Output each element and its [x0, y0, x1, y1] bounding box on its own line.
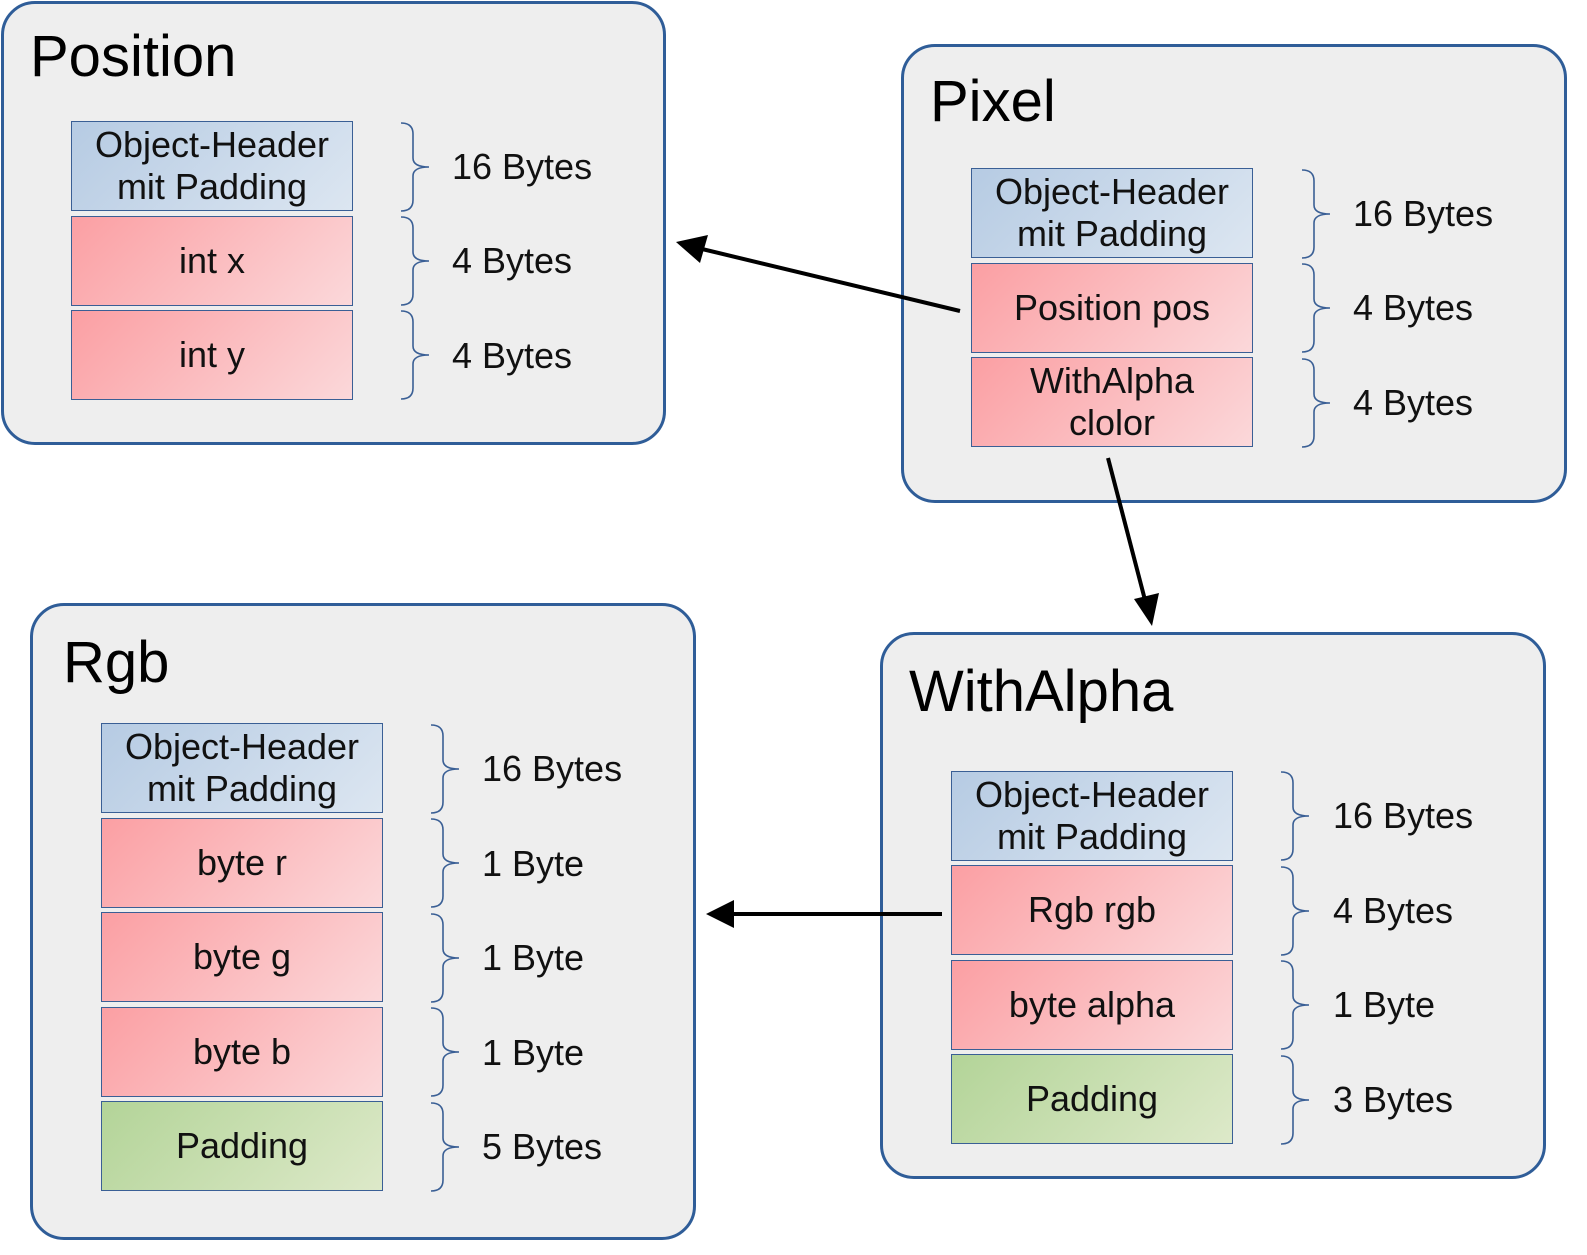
panel-title: Position [30, 24, 237, 89]
pixel-header-cell: Object-Header mit Padding [971, 168, 1253, 258]
size-label: 16 Bytes [482, 748, 623, 789]
withalpha-padding-cell: Padding [951, 1054, 1233, 1144]
brace-icon [430, 1007, 460, 1097]
withalpha-field-rgb-rgb: Rgb rgb [951, 865, 1233, 955]
brace-icon [1280, 771, 1310, 861]
position-header-cell: Object-Header mit Padding [71, 121, 353, 211]
size-label: 16 Bytes [1353, 193, 1494, 234]
brace-icon [430, 1102, 460, 1192]
size-label: 1 Byte [482, 937, 585, 978]
brace-icon [400, 310, 430, 400]
withalpha-field-byte-alpha: byte alpha [951, 960, 1233, 1050]
brace-icon [430, 724, 460, 814]
rgb-field-byte-g: byte g [101, 912, 383, 1002]
size-label: 1 Byte [482, 843, 585, 884]
brace-icon [1301, 358, 1331, 448]
size-label: 4 Bytes [1333, 890, 1454, 931]
position-field-int-y: int y [71, 310, 353, 400]
size-label: 4 Bytes [452, 335, 573, 376]
size-label: 3 Bytes [1333, 1079, 1454, 1120]
size-label: 5 Bytes [482, 1126, 603, 1167]
rgb-header-cell: Object-Header mit Padding [101, 723, 383, 813]
size-label: 1 Byte [482, 1032, 585, 1073]
size-label: 4 Bytes [1353, 287, 1474, 328]
brace-icon [1280, 866, 1310, 956]
panel-title: WithAlpha [909, 659, 1174, 724]
brace-icon [400, 216, 430, 306]
pixel-field-withalpha-color: WithAlpha clolor [971, 357, 1253, 447]
brace-icon [1280, 960, 1310, 1050]
panel-title: Rgb [63, 630, 170, 695]
brace-icon [430, 913, 460, 1003]
panel-title: Pixel [930, 69, 1056, 134]
rgb-field-byte-b: byte b [101, 1007, 383, 1097]
size-label: 16 Bytes [1333, 795, 1474, 836]
size-label: 4 Bytes [1353, 382, 1474, 423]
position-field-int-x: int x [71, 216, 353, 306]
brace-icon [1301, 263, 1331, 353]
arrow-withalpha-to-rgb [706, 900, 942, 928]
size-label: 4 Bytes [452, 240, 573, 281]
brace-icon [1301, 169, 1331, 259]
size-label: 16 Bytes [452, 146, 593, 187]
rgb-field-byte-r: byte r [101, 818, 383, 908]
pixel-field-position-pos: Position pos [971, 263, 1253, 353]
brace-icon [430, 818, 460, 908]
arrow-pixel-to-position [676, 235, 961, 313]
rgb-padding-cell: Padding [101, 1101, 383, 1191]
brace-icon [400, 122, 430, 212]
arrow-pixel-to-withalpha [1106, 457, 1159, 626]
size-label: 1 Byte [1333, 984, 1436, 1025]
brace-icon [1280, 1055, 1310, 1145]
withalpha-header-cell: Object-Header mit Padding [951, 771, 1233, 861]
